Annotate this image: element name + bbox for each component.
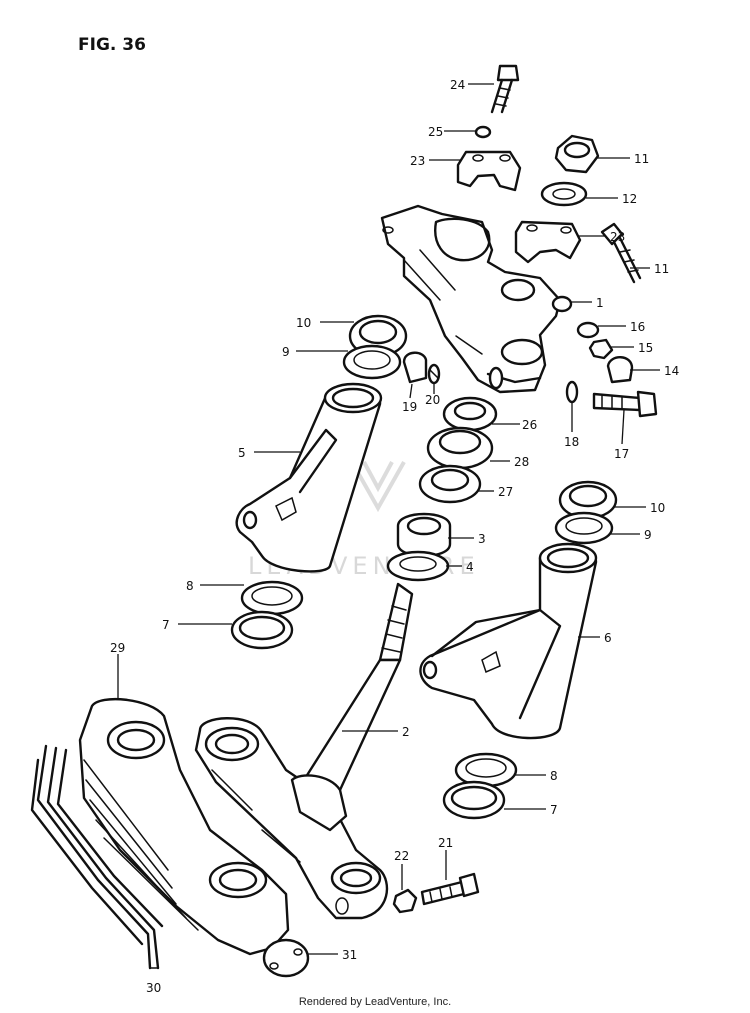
callout-21: 21	[438, 836, 453, 850]
part-9-seal-right[interactable]	[554, 511, 614, 545]
part-22-nut[interactable]	[392, 888, 418, 914]
part-17-bolt[interactable]	[592, 390, 658, 418]
callout-4: 4	[466, 560, 474, 574]
part-8-seal-right-lower[interactable]	[454, 752, 518, 788]
part-27-bearing-race[interactable]	[418, 464, 482, 504]
part-16-washer[interactable]	[576, 321, 600, 339]
callout-23-lower: 23	[610, 230, 625, 244]
part-23-handlebar-holder-upper[interactable]	[456, 150, 522, 192]
callout-3: 3	[478, 532, 486, 546]
callout-24: 24	[450, 78, 465, 92]
callout-23: 23	[410, 154, 425, 168]
callout-15: 15	[638, 341, 653, 355]
callout-10: 10	[296, 316, 311, 330]
part-19-cap-nut[interactable]	[402, 351, 428, 384]
part-4-race[interactable]	[386, 550, 450, 582]
part-28-bearing[interactable]	[426, 426, 494, 470]
part-9-seal-left[interactable]	[342, 344, 402, 380]
callout-18: 18	[564, 435, 579, 449]
part-3-bearing-lower[interactable]	[396, 512, 452, 558]
callout-7-right: 7	[550, 803, 558, 817]
part-11-steering-stem-nut[interactable]	[554, 134, 600, 174]
callout-9: 9	[282, 345, 290, 359]
part-1-upper-bracket[interactable]	[380, 204, 573, 394]
callout-25: 25	[428, 125, 443, 139]
callout-30: 30	[146, 981, 161, 995]
callout-28: 28	[514, 455, 529, 469]
callout-8-right: 8	[550, 769, 558, 783]
callout-22: 22	[394, 849, 409, 863]
part-24-bolt[interactable]	[490, 64, 520, 114]
callout-19: 19	[402, 400, 417, 414]
part-8-seal-left-lower[interactable]	[240, 580, 304, 616]
part-7-cover-right-lower[interactable]	[442, 780, 506, 820]
callout-17: 17	[614, 447, 629, 461]
callout-10-right: 10	[650, 501, 665, 515]
callout-6: 6	[604, 631, 612, 645]
part-21-bolt[interactable]	[420, 872, 480, 906]
render-credit: Rendered by LeadVenture, Inc.	[298, 996, 452, 1008]
part-5-headlight-bracket-left[interactable]	[235, 382, 383, 573]
leader-lines	[117, 83, 660, 955]
part-18-washer[interactable]	[565, 380, 579, 404]
part-12-washer[interactable]	[540, 181, 588, 207]
callout-numbers: 24 25 23 11 12 23 11 1 10 16 9 15 14 19 …	[110, 78, 679, 995]
part-31-emblem[interactable]	[262, 938, 310, 978]
callout-9-right: 9	[644, 528, 652, 542]
part-20-spring-washer[interactable]	[427, 363, 441, 385]
part-23-handlebar-holder-lower[interactable]	[514, 220, 582, 264]
part-6-headlight-bracket-right[interactable]	[419, 542, 598, 740]
callout-29: 29	[110, 641, 125, 655]
callout-26: 26	[522, 418, 537, 432]
callout-14: 14	[664, 364, 679, 378]
callout-31: 31	[342, 948, 357, 962]
callout-11: 11	[634, 152, 649, 166]
callout-27: 27	[498, 485, 513, 499]
part-2-steering-stem-lower-bracket[interactable]	[194, 582, 414, 920]
callout-20: 20	[425, 393, 440, 407]
callout-16: 16	[630, 320, 645, 334]
callout-8: 8	[186, 579, 194, 593]
part-30-emblem-strips[interactable]	[30, 744, 164, 970]
part-7-cover-left-lower[interactable]	[230, 610, 294, 650]
part-15-nut[interactable]	[588, 338, 614, 360]
callout-1: 1	[596, 296, 604, 310]
part-11-bolt[interactable]	[600, 222, 642, 284]
part-26-dust-seal[interactable]	[442, 396, 498, 432]
part-25-washer[interactable]	[474, 125, 492, 139]
callout-7: 7	[162, 618, 170, 632]
part-29-lower-bracket-cover[interactable]	[78, 697, 290, 956]
figure-label: FIG. 36	[78, 35, 146, 55]
callout-5: 5	[238, 446, 246, 460]
callout-11-bolt: 11	[654, 262, 669, 276]
part-14-cap-nut[interactable]	[606, 356, 634, 384]
callout-2: 2	[402, 725, 410, 739]
callout-12: 12	[622, 192, 637, 206]
